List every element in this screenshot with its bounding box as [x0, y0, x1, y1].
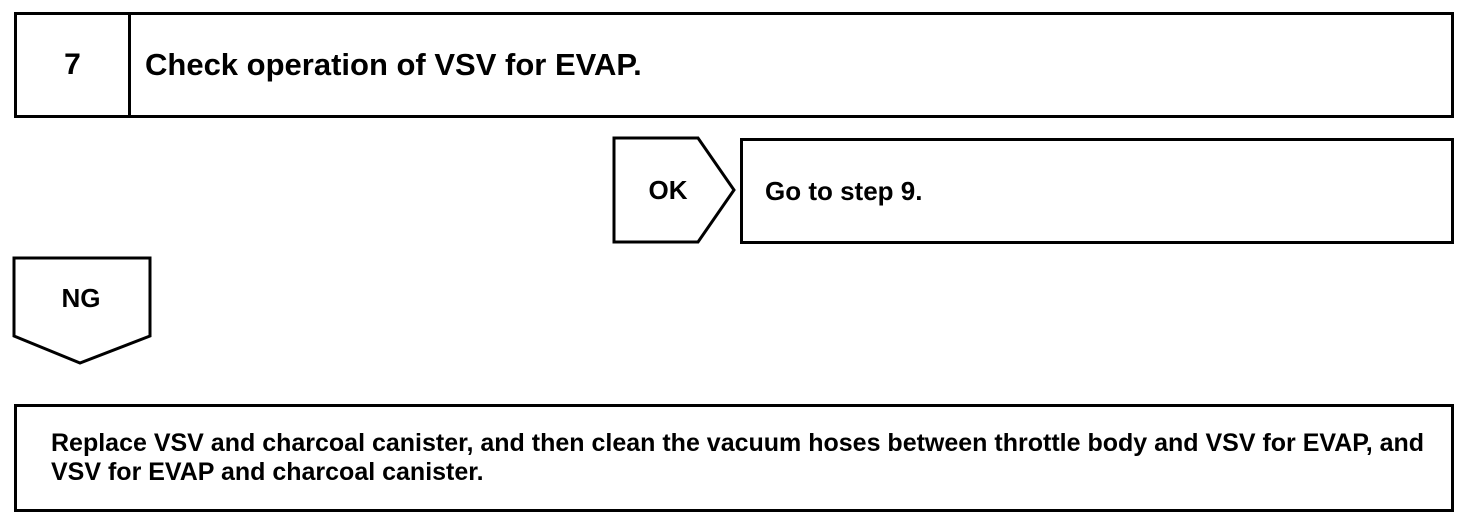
step-box: 7 Check operation of VSV for EVAP.: [14, 12, 1454, 118]
result-text: Replace VSV and charcoal canister, and t…: [51, 429, 1425, 486]
ok-action-text: Go to step 9.: [765, 175, 923, 206]
ok-action-box: Go to step 9.: [740, 138, 1454, 244]
ng-label: NG: [61, 282, 101, 313]
step-number: 7: [17, 15, 131, 115]
ng-arrow-shape: [12, 256, 152, 365]
ok-arrow-shape: [612, 136, 736, 244]
result-box: Replace VSV and charcoal canister, and t…: [14, 404, 1454, 512]
ok-label: OK: [648, 174, 688, 205]
step-title: Check operation of VSV for EVAP.: [145, 47, 642, 82]
